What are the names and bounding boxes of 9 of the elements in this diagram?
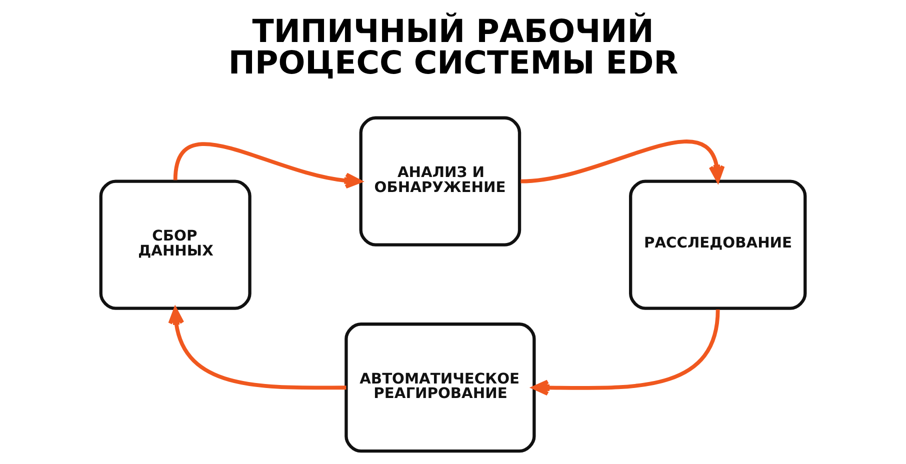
arrow (173, 142, 362, 189)
arrow (532, 309, 720, 396)
node-box: СБОР ДАННЫХ (99, 180, 252, 310)
arrow (520, 140, 725, 184)
node-box: РАССЛЕДОВАНИЕ (629, 180, 807, 310)
arrow (168, 308, 346, 390)
node-box: АВТОМАТИЧЕСКОЕ РЕАГИРОВАНИЕ (344, 322, 536, 453)
node-box: АНАЛИЗ И ОБНАРУЖЕНИЕ (359, 116, 522, 246)
diagram-title: ТИПИЧНЫЙ РАБОЧИЙ ПРОЦЕСС СИСТЕМЫ EDR (228, 14, 678, 82)
